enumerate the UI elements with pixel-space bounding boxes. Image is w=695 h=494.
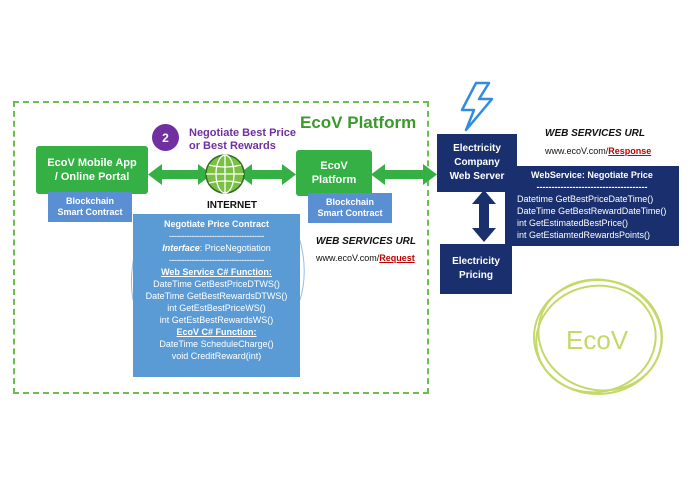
request-ws-title: WEB SERVICES URL bbox=[316, 236, 417, 247]
response-ws-url: www.ecoV.com/Response bbox=[545, 146, 651, 156]
mobile-tab-line1: Blockchain bbox=[65, 196, 114, 206]
negotiate-price-webservice-box: WebService: Negotiate Price ------------… bbox=[505, 166, 679, 246]
ecov-logo-rings bbox=[533, 278, 663, 395]
negotiate-label-line2: or Best Rewards bbox=[189, 140, 276, 152]
webservice-method: int GetEstimatedBestPrice() bbox=[517, 218, 629, 228]
ws-function-item: DateTime GetBestPriceDTWS() bbox=[153, 279, 280, 289]
ecov-platform-line2: Platform bbox=[311, 174, 357, 186]
internet-label: INTERNET bbox=[207, 200, 257, 211]
step-badge: 2 bbox=[152, 124, 179, 151]
webservice-divider: ------------------------------------- bbox=[536, 182, 648, 192]
mobile-app-line1: EcoV Mobile App bbox=[47, 157, 137, 169]
arrow-platform-server bbox=[371, 164, 437, 185]
platform-tab-line2: Smart Contract bbox=[317, 208, 383, 218]
webservice-method: int GetEstiamtedRewardsPoints() bbox=[517, 230, 651, 240]
pricing-line2: Pricing bbox=[459, 270, 493, 281]
webservice-method: DateTime GetBestRewardDateTime() bbox=[517, 206, 667, 216]
ecov-logo-text: EcoV bbox=[566, 325, 629, 355]
request-url-prefix: www.ecoV.com/ bbox=[316, 253, 380, 263]
ecov-function-heading: EcoV C# Function: bbox=[176, 327, 257, 337]
negotiate-label-line1: Negotiate Best Price bbox=[189, 127, 296, 139]
ecov-platform-box: EcoV Platform bbox=[296, 150, 372, 196]
arrow-internet-platform bbox=[238, 164, 296, 185]
pricing-line1: Electricity bbox=[452, 256, 500, 267]
contract-divider: -------------------------------------- bbox=[169, 231, 264, 241]
mobile-app-smart-contract-tab: Blockchain Smart Contract bbox=[48, 192, 132, 222]
mobile-tab-line2: Smart Contract bbox=[57, 207, 123, 217]
arrow-app-internet bbox=[148, 164, 212, 185]
electricity-web-server-box: Electricity Company Web Server bbox=[437, 134, 517, 192]
ecov-platform-frame bbox=[13, 101, 429, 394]
arrow-server-pricing bbox=[472, 190, 496, 242]
ecov-platform-line1: EcoV bbox=[320, 160, 348, 172]
negotiate-label: Negotiate Best Price or Best Rewards bbox=[189, 127, 296, 153]
ws-function-item: int GetEstBestRewardsWS() bbox=[159, 315, 274, 325]
ws-function-heading: Web Service C# Function: bbox=[161, 267, 272, 277]
request-ws-url: www.ecoV.com/Request bbox=[316, 253, 415, 263]
ecov-function-item: DateTime ScheduleCharge() bbox=[159, 339, 274, 349]
mobile-app-box: EcoV Mobile App / Online Portal bbox=[36, 146, 148, 194]
electricity-pricing-box: Electricity Pricing bbox=[440, 244, 512, 294]
ws-function-item: int GetEstBestPriceWS() bbox=[167, 303, 266, 313]
response-url-link[interactable]: Response bbox=[608, 146, 652, 156]
ecov-function-item: void CreditReward(int) bbox=[171, 351, 262, 361]
response-ws-title: WEB SERVICES URL bbox=[545, 128, 646, 139]
server-line3: Web Server bbox=[449, 171, 505, 182]
response-url-prefix: www.ecoV.com/ bbox=[545, 146, 609, 156]
webservice-title: WebService: Negotiate Price bbox=[531, 170, 653, 180]
platform-title: EcoV Platform bbox=[300, 113, 417, 132]
request-url-link[interactable]: Request bbox=[379, 253, 415, 263]
mobile-app-line2: / Online Portal bbox=[54, 171, 130, 183]
ws-function-item: DateTime GetBestRewardsDTWS() bbox=[145, 291, 288, 301]
ecov-platform-smart-contract-tab: Blockchain Smart Contract bbox=[308, 193, 392, 223]
server-line1: Electricity bbox=[453, 143, 501, 154]
interface-value: : PriceNegotiation bbox=[199, 243, 271, 253]
lightning-bolt-icon bbox=[460, 81, 494, 132]
negotiate-price-contract-box: Negotiate Price Contract ---------------… bbox=[133, 214, 300, 377]
contract-title: Negotiate Price Contract bbox=[163, 219, 270, 229]
contract-interface: Interface: PriceNegotiation bbox=[133, 242, 300, 254]
contract-divider-2: -------------------------------------- bbox=[169, 255, 264, 265]
webservice-method: Datetime GetBestPriceDateTime() bbox=[517, 194, 654, 204]
interface-label: Interface bbox=[162, 243, 200, 253]
platform-tab-line1: Blockchain bbox=[325, 197, 374, 207]
server-line2: Company bbox=[454, 157, 500, 168]
globe-icon bbox=[205, 154, 245, 194]
